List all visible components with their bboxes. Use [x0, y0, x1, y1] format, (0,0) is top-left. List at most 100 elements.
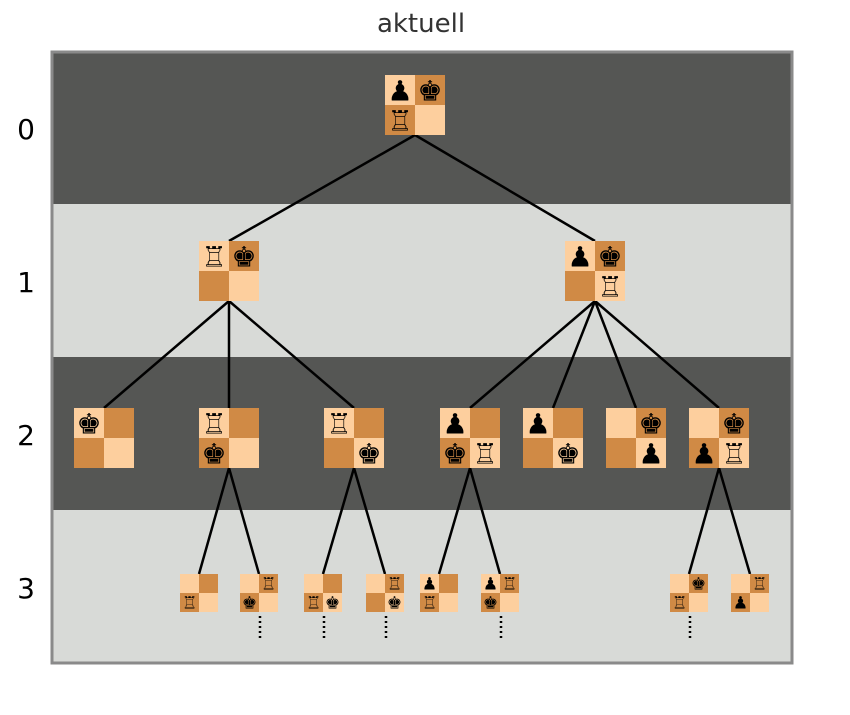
- tree-edges: [103, 133, 752, 575]
- white-rook-icon: ♖: [502, 574, 517, 594]
- white-rook-icon: ♖: [306, 593, 321, 613]
- board-square: [199, 241, 229, 271]
- board-square: [689, 438, 719, 468]
- black-king-icon: ♚: [231, 241, 256, 274]
- board-node-b2: ♟♚: [523, 408, 583, 471]
- board-square: [565, 241, 595, 271]
- board-square: [385, 75, 415, 105]
- white-rook-icon: ♖: [472, 438, 497, 471]
- board-node-a3a: ♖♚: [304, 574, 342, 638]
- board-square: [74, 438, 104, 468]
- board-square: [595, 241, 625, 271]
- board-square: [523, 438, 553, 468]
- diagram-title: aktuell: [377, 9, 465, 39]
- board-square: [553, 408, 583, 438]
- white-rook-icon: ♖: [597, 271, 622, 304]
- black-king-icon: ♚: [387, 593, 402, 613]
- black-king-icon: ♚: [356, 438, 381, 471]
- board-square: [420, 574, 439, 593]
- board-square: [420, 593, 439, 612]
- black-king-icon: ♚: [242, 593, 257, 613]
- level-label-0: 0: [17, 113, 35, 146]
- black-king-icon: ♚: [638, 408, 663, 441]
- white-rook-icon: ♖: [182, 593, 197, 613]
- board-node-a2a: ♖: [180, 574, 218, 613]
- tree-edge-r-b: [414, 133, 596, 243]
- board-square: [323, 593, 342, 612]
- tree-edge-a-a1: [103, 300, 230, 409]
- board-square: [731, 593, 750, 612]
- board-node-a2: ♖♚: [199, 408, 259, 471]
- black-king-icon: ♚: [325, 593, 340, 613]
- board-square: [385, 105, 415, 135]
- black-pawn-icon: ♟: [442, 408, 467, 441]
- board-square: [354, 408, 384, 438]
- board-square: [304, 574, 323, 593]
- board-square: [385, 593, 404, 612]
- black-king-icon: ♚: [417, 75, 442, 108]
- board-square: [324, 408, 354, 438]
- board-square: [689, 574, 708, 593]
- board-square: [240, 574, 259, 593]
- board-square: [354, 438, 384, 468]
- white-rook-icon: ♖: [672, 593, 687, 613]
- black-pawn-icon: ♟: [567, 241, 592, 274]
- tree-edge-a-a3: [228, 300, 355, 409]
- board-node-b4b: ♖♟: [731, 574, 769, 613]
- tree-edge-b1-b1b: [468, 467, 502, 575]
- tree-nodes: ♟♚♖♖♚♟♚♖♚♖♚♖♚♟♚♖♟♚♚♟♚♟♖♖♖♚♖♚♖♚♟♖♟♖♚♚♖♖♟: [74, 75, 769, 638]
- board-square: [606, 438, 636, 468]
- board-square: [750, 593, 769, 612]
- board-square: [385, 574, 404, 593]
- board-square: [415, 105, 445, 135]
- tree-edge-a2-a2b: [227, 467, 261, 575]
- board-square: [470, 408, 500, 438]
- board-square: [606, 408, 636, 438]
- board-square: [439, 593, 458, 612]
- board-node-a1: ♚: [74, 408, 134, 468]
- board-square: [440, 438, 470, 468]
- black-king-icon: ♚: [201, 438, 226, 471]
- board-square: [750, 574, 769, 593]
- board-square: [323, 574, 342, 593]
- white-rook-icon: ♖: [422, 593, 437, 613]
- board-square: [229, 408, 259, 438]
- board-square: [500, 574, 519, 593]
- board-square: [259, 593, 278, 612]
- board-square: [240, 593, 259, 612]
- board-square: [199, 271, 229, 301]
- black-king-icon: ♚: [555, 438, 580, 471]
- tree-edge-a3-a3a: [321, 467, 356, 575]
- board-node-b1: ♟♚♖: [440, 408, 500, 471]
- black-pawn-icon: ♟: [525, 408, 550, 441]
- tree-edge-r-a: [228, 133, 416, 243]
- board-square: [481, 574, 500, 593]
- white-rook-icon: ♖: [261, 574, 276, 594]
- tree-edge-b1-b1a: [437, 467, 472, 575]
- board-square: [481, 593, 500, 612]
- board-square: [565, 271, 595, 301]
- white-rook-icon: ♖: [387, 574, 402, 594]
- level-label-3: 3: [17, 572, 35, 605]
- black-king-icon: ♚: [76, 408, 101, 441]
- tree-edge-b4-b4a: [687, 467, 721, 575]
- board-node-b3: ♚♟: [606, 408, 666, 471]
- black-pawn-icon: ♟: [733, 593, 748, 613]
- board-square: [670, 574, 689, 593]
- board-node-b1b: ♟♖♚: [481, 574, 519, 638]
- board-square: [553, 438, 583, 468]
- board-node-a3b: ♖♚: [366, 574, 404, 638]
- board-square: [366, 593, 385, 612]
- black-pawn-icon: ♟: [387, 75, 412, 108]
- board-square: [719, 408, 749, 438]
- tree-edge-b-b4: [594, 300, 720, 409]
- board-square: [595, 271, 625, 301]
- board-square: [104, 438, 134, 468]
- board-square: [180, 574, 199, 593]
- board-square: [304, 593, 323, 612]
- board-square: [366, 574, 385, 593]
- board-square: [180, 593, 199, 612]
- board-square: [470, 438, 500, 468]
- tree-edge-b-b1: [469, 300, 596, 409]
- board-square: [199, 408, 229, 438]
